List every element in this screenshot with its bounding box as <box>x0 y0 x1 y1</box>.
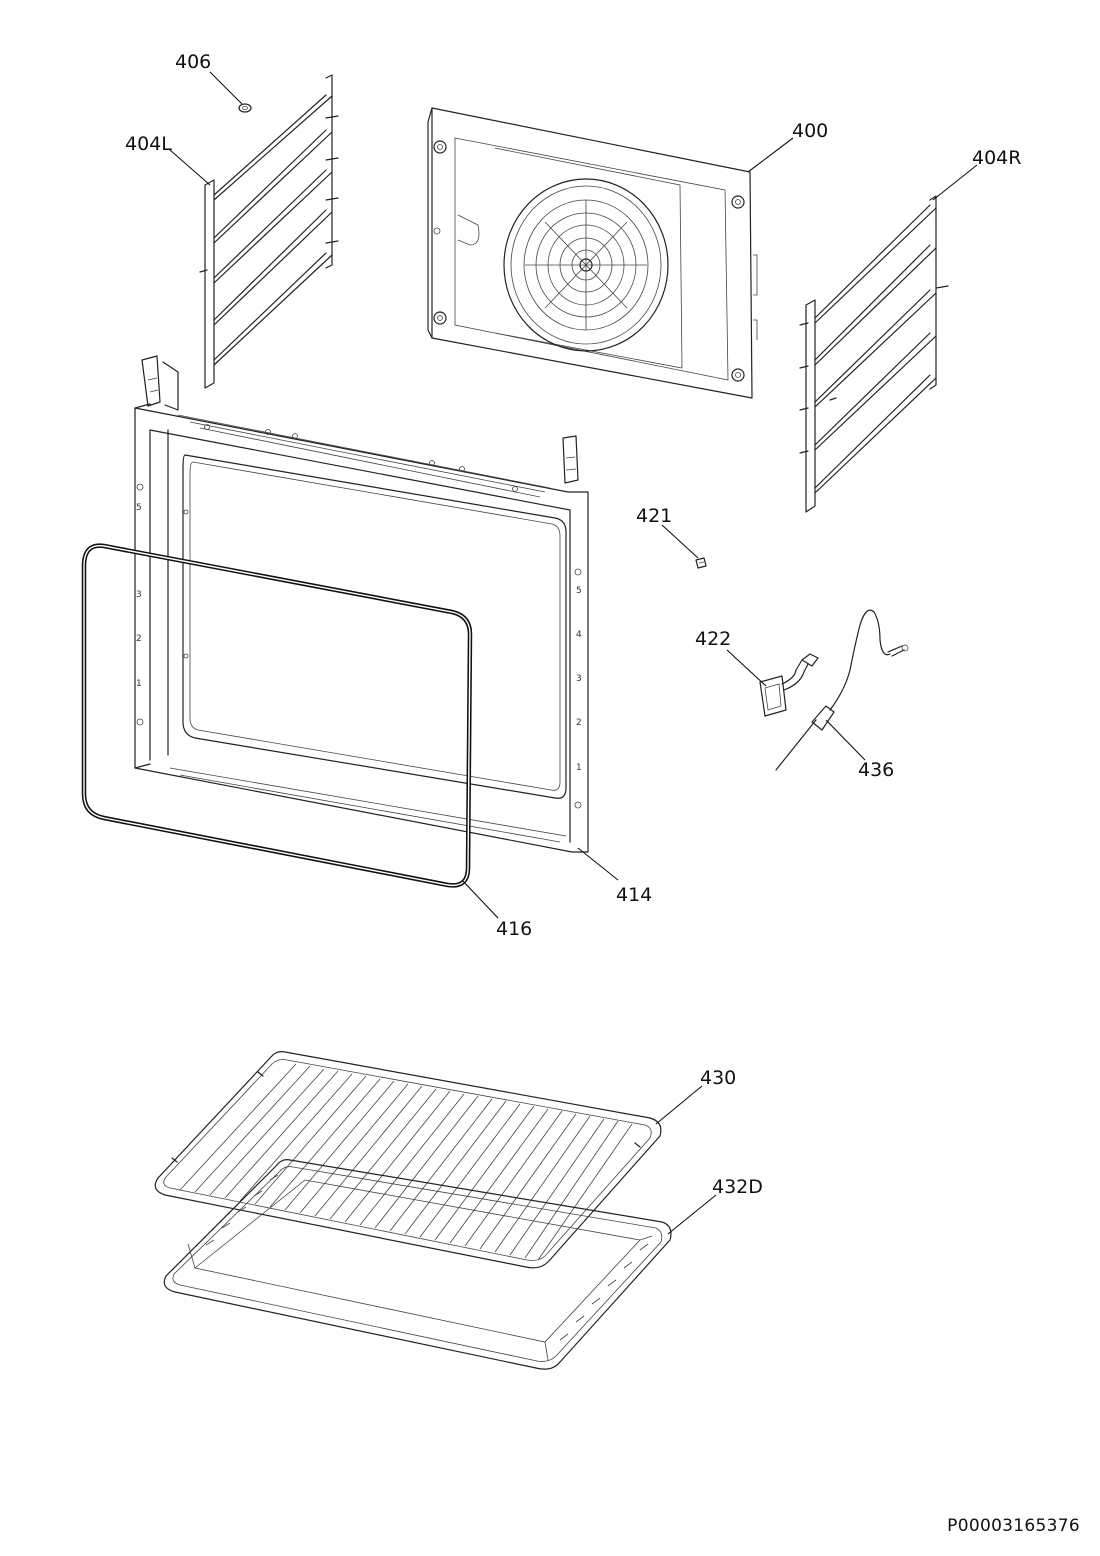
shelf-mark-left-3: 3 <box>136 590 142 600</box>
part-436-temperature-probe <box>775 609 909 771</box>
callout-labels: 406 404L 400 404R 421 422 436 414 416 43… <box>125 51 1021 1198</box>
part-406-washer <box>238 103 252 113</box>
part-416-door-gasket <box>81 543 473 888</box>
leader-416 <box>461 879 499 919</box>
leader-406 <box>209 71 243 105</box>
shelf-mark-left-2: 2 <box>136 634 142 644</box>
part-414-oven-cavity-frame: 5 3 2 1 5 4 3 2 1 <box>134 355 589 853</box>
callout-430: 430 <box>700 1067 736 1089</box>
leader-422 <box>726 649 767 687</box>
document-number: P00003165376 <box>947 1516 1080 1536</box>
callout-404R: 404R <box>972 147 1021 169</box>
callout-422: 422 <box>695 628 731 650</box>
leader-lines <box>169 71 978 1235</box>
leader-421 <box>661 524 699 559</box>
callout-436: 436 <box>858 759 894 781</box>
callout-414: 414 <box>616 884 652 906</box>
part-422-lamp-socket <box>759 653 819 717</box>
shelf-mark-right-1: 1 <box>576 763 582 773</box>
leader-404L <box>169 149 211 186</box>
callout-421: 421 <box>636 505 672 527</box>
callout-400: 400 <box>792 120 828 142</box>
leader-404R <box>932 164 978 201</box>
shelf-mark-right-4: 4 <box>576 630 582 640</box>
part-430-wire-shelf <box>154 1051 662 1269</box>
shelf-mark-right-3: 3 <box>576 674 582 684</box>
part-400-back-panel-fan-cover <box>427 107 758 399</box>
leader-400 <box>747 137 794 173</box>
callout-404L: 404L <box>125 133 172 155</box>
leader-436 <box>825 719 866 761</box>
leader-432D <box>667 1194 717 1235</box>
part-432D-baking-tray <box>163 1159 672 1370</box>
shelf-mark-left-1: 1 <box>136 679 142 689</box>
shelf-mark-right-5: 5 <box>576 586 582 596</box>
shelf-mark-left-5: 5 <box>136 503 142 513</box>
shelf-mark-right-2: 2 <box>576 718 582 728</box>
part-404R-right-shelf-support <box>799 195 949 513</box>
callout-432D: 432D <box>712 1176 763 1198</box>
leader-430 <box>655 1085 703 1125</box>
callout-416: 416 <box>496 918 532 940</box>
part-404L-left-shelf-support <box>199 74 339 389</box>
leader-414 <box>577 847 619 881</box>
part-421-screw <box>695 557 707 569</box>
callout-406: 406 <box>175 51 211 73</box>
